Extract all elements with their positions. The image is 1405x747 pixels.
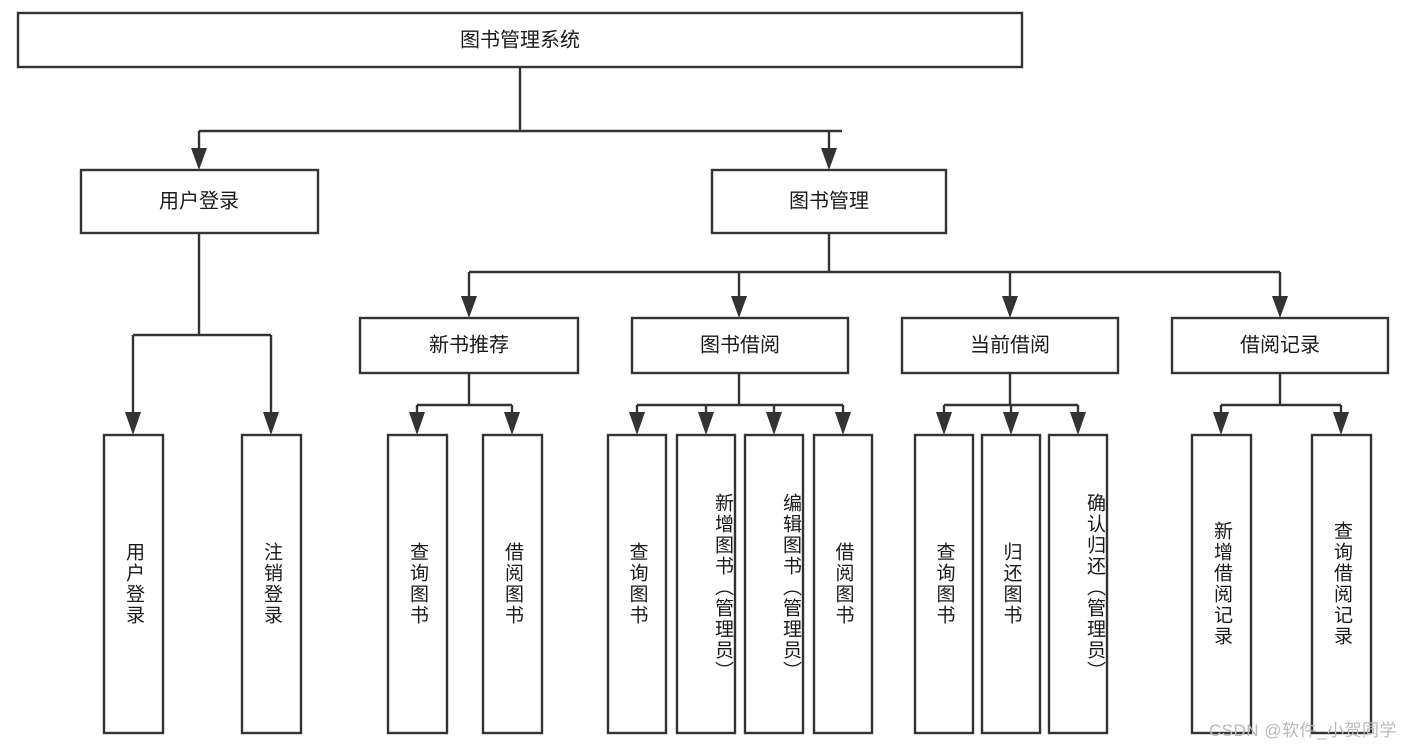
node-leaf-edit-book[interactable] <box>743 433 805 735</box>
arrowhead-leaf-query-record <box>1333 412 1349 435</box>
node-new-book-recommend[interactable] <box>358 316 580 375</box>
arrowhead-leaf-user-logout <box>263 412 279 435</box>
watermark-text: CSDN @软件_小贺同学 <box>1208 721 1397 740</box>
arrowhead-borrow-record <box>1272 296 1288 318</box>
arrowhead-user-login <box>191 148 207 170</box>
node-leaf-user-login[interactable] <box>102 433 165 735</box>
node-leaf-query-book-recommend[interactable] <box>386 433 449 735</box>
node-book-manage[interactable] <box>710 168 948 235</box>
node-root[interactable] <box>16 11 1024 69</box>
connector-layer <box>125 67 1349 435</box>
arrowhead-leaf-query-book-current <box>936 412 952 435</box>
arrowhead-leaf-borrow-book-recommend <box>504 412 520 435</box>
node-leaf-return-book[interactable] <box>980 433 1042 735</box>
arrowhead-book-borrow <box>731 296 747 318</box>
arrowhead-new-book-recommend <box>461 296 477 318</box>
arrowhead-leaf-query-book-recommend <box>409 412 425 435</box>
node-layer <box>16 11 1390 735</box>
arrowhead-leaf-borrow-book <box>835 412 851 435</box>
arrowhead-leaf-confirm-return <box>1070 412 1086 435</box>
node-leaf-user-logout[interactable] <box>240 433 303 735</box>
arrowhead-leaf-add-book <box>698 412 714 435</box>
node-borrow-record[interactable] <box>1170 316 1390 375</box>
node-leaf-add-book[interactable] <box>675 433 737 735</box>
node-current-borrow[interactable] <box>900 316 1120 375</box>
label-user-login: 用户登录 <box>159 189 239 212</box>
label-root: 图书管理系统 <box>460 28 580 51</box>
label-new-book-recommend: 新书推荐 <box>429 333 509 356</box>
arrowhead-current-borrow <box>1002 296 1018 318</box>
node-leaf-query-record[interactable] <box>1310 433 1373 735</box>
arrowhead-leaf-user-login <box>125 412 141 435</box>
node-leaf-borrow-book-recommend[interactable] <box>481 433 544 735</box>
node-leaf-confirm-return[interactable] <box>1047 433 1109 735</box>
node-user-login[interactable] <box>79 168 320 235</box>
label-current-borrow: 当前借阅 <box>970 333 1050 356</box>
node-leaf-add-record[interactable] <box>1190 433 1253 735</box>
label-book-manage: 图书管理 <box>789 189 869 212</box>
arrowhead-book-manage <box>821 148 837 170</box>
node-book-borrow[interactable] <box>630 316 850 375</box>
label-borrow-record: 借阅记录 <box>1240 333 1320 356</box>
arrowhead-leaf-edit-book <box>766 412 782 435</box>
horizontal-label-layer: 图书管理系统 用户登录 图书管理 新书推荐 图书借阅 当前借阅 借阅记录 <box>159 28 1320 356</box>
node-leaf-query-book-current[interactable] <box>913 433 975 735</box>
label-book-borrow: 图书借阅 <box>700 333 780 356</box>
arrowhead-leaf-add-record <box>1213 412 1229 435</box>
node-leaf-query-book-borrow[interactable] <box>606 433 668 735</box>
node-leaf-borrow-book[interactable] <box>812 433 874 735</box>
arrowhead-leaf-return-book <box>1003 412 1019 435</box>
arrowhead-leaf-query-book-borrow <box>629 412 645 435</box>
